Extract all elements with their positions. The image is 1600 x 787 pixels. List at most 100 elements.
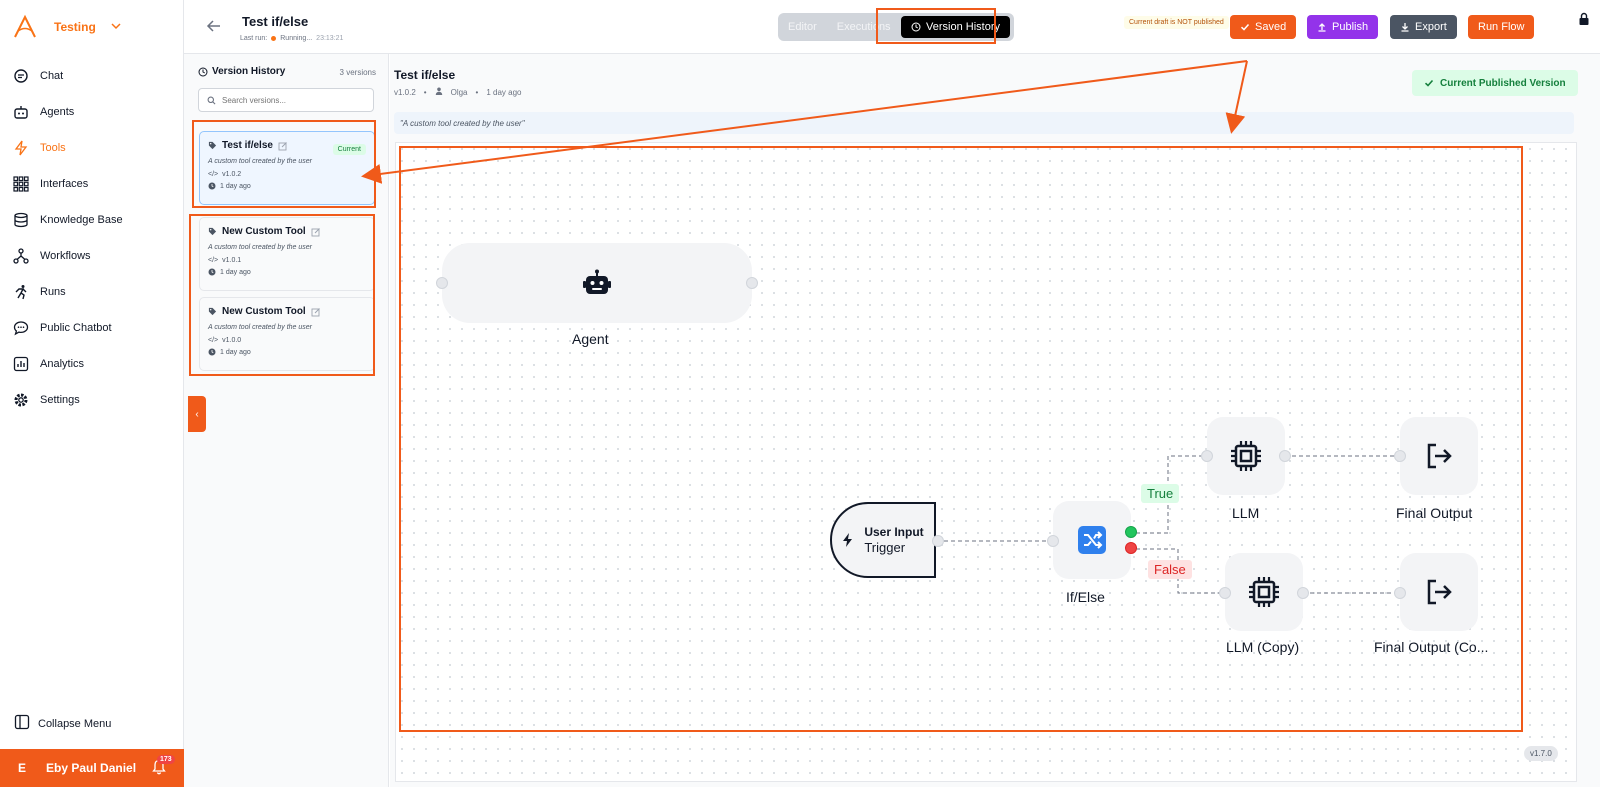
code-icon: </> (208, 337, 219, 344)
workspace-name: Testing (54, 20, 96, 34)
edit-icon[interactable] (311, 227, 321, 237)
agent-node[interactable] (442, 243, 752, 323)
final-output-node-label: Final Output (1396, 505, 1473, 521)
annotation-highlight-older-versions (189, 214, 375, 376)
version-card-current[interactable]: Test if/else Current A custom tool creat… (199, 131, 375, 205)
check-icon (1424, 79, 1434, 87)
llm-copy-node[interactable] (1225, 553, 1303, 631)
trigger-label-line2: Trigger (864, 540, 906, 555)
nav-item-label: Public Chatbot (40, 322, 112, 334)
clock-icon (208, 348, 216, 356)
version-search-input[interactable] (222, 95, 362, 105)
version-number-row: </> v1.0.2 (208, 171, 366, 178)
annotation-highlight-version-tab (876, 8, 996, 44)
nav-item-tools[interactable]: Tools (0, 130, 184, 166)
nav-item-workflows[interactable]: Workflows (0, 238, 184, 274)
nav-item-agents[interactable]: Agents (0, 94, 184, 130)
export-button[interactable]: Export (1390, 15, 1457, 39)
llm-input-handle[interactable] (1201, 450, 1213, 462)
saved-button[interactable]: Saved (1230, 15, 1297, 39)
nav-item-chat[interactable]: Chat (0, 58, 184, 94)
nav-item-public-chatbot[interactable]: Public Chatbot (0, 310, 184, 346)
search-icon (207, 96, 216, 104)
user-icon (435, 87, 443, 97)
nav-item-runs[interactable]: Runs (0, 274, 184, 310)
collapse-menu-button[interactable]: Collapse Menu (14, 714, 111, 733)
history-icon (911, 22, 921, 32)
separator-dot: • (475, 87, 479, 97)
final-output-copy-input-handle[interactable] (1394, 587, 1406, 599)
nav-item-settings[interactable]: Settings (0, 382, 184, 418)
edit-icon[interactable] (278, 141, 288, 151)
nav-item-label: Interfaces (40, 178, 89, 190)
user-name: Eby Paul Daniel (46, 761, 137, 775)
chevron-left-icon: ‹ (195, 408, 199, 420)
final-output-input-handle[interactable] (1394, 450, 1406, 462)
version-description: A custom tool created by the user (208, 244, 313, 251)
nav-item-knowledge-base[interactable]: Knowledge Base (0, 202, 184, 238)
version-time: 1 day ago (220, 182, 251, 190)
history-icon (198, 67, 208, 76)
cpu-icon (1231, 441, 1261, 471)
nav-item-label: Agents (40, 106, 75, 118)
user-bar[interactable]: E Eby Paul Daniel 173 (0, 749, 184, 787)
left-nav: Testing Chat Agents Tools Interfaces (0, 0, 184, 787)
version-name: Test if/else (222, 140, 273, 151)
export-label: Export (1415, 21, 1447, 33)
version-number-row: </> v1.0.1 (208, 257, 366, 264)
ifelse-input-handle[interactable] (1047, 535, 1059, 547)
tab-editor[interactable]: Editor (788, 21, 817, 33)
version-time-row: 1 day ago (208, 182, 366, 190)
current-badge: Current (332, 144, 366, 155)
final-output-copy-node[interactable] (1400, 553, 1478, 631)
version-name: New Custom Tool (222, 226, 306, 237)
upload-icon (1318, 23, 1326, 32)
analytics-icon (12, 355, 30, 373)
lock-icon[interactable] (1578, 12, 1590, 29)
version-card[interactable]: New Custom Tool A custom tool created by… (199, 297, 375, 371)
llm-copy-output-handle[interactable] (1297, 587, 1309, 599)
nav-item-label: Chat (40, 70, 64, 82)
robot-icon (12, 103, 30, 121)
collapse-menu-label: Collapse Menu (38, 717, 112, 730)
nav-list: Chat Agents Tools Interfaces Knowledge B… (0, 58, 184, 418)
trigger-label-line1: User Input (864, 525, 924, 539)
agent-output-handle[interactable] (746, 277, 758, 289)
code-icon: </> (208, 257, 219, 264)
workspace-switcher[interactable]: Testing (12, 12, 122, 42)
version-time: 1 day ago (220, 348, 251, 356)
draft-notice: Current draft is NOT published (1124, 16, 1229, 29)
version-detail-author: Olga (450, 87, 468, 97)
panel-collapse-toggle[interactable]: ‹ (188, 396, 206, 432)
user-avatar: E (18, 761, 27, 775)
final-output-node[interactable] (1400, 417, 1478, 495)
edit-icon[interactable] (311, 307, 321, 317)
flow-canvas[interactable]: Agent User Input Trigger If/Else True Fa… (395, 142, 1577, 782)
version-count: 3 versions (339, 68, 376, 77)
llm-copy-node-label: LLM (Copy) (1226, 639, 1300, 655)
back-arrow-icon[interactable] (206, 18, 222, 39)
version-search[interactable] (198, 88, 374, 112)
nav-item-interfaces[interactable]: Interfaces (0, 166, 184, 202)
version-number: v1.0.0 (222, 337, 242, 344)
published-label: Current Published Version (1440, 77, 1566, 89)
version-card[interactable]: New Custom Tool A custom tool created by… (199, 217, 375, 291)
tool-title: Test if/else (242, 14, 309, 29)
agent-input-handle[interactable] (436, 277, 448, 289)
llm-output-handle[interactable] (1279, 450, 1291, 462)
llm-copy-input-handle[interactable] (1219, 587, 1231, 599)
last-run-label: Last run: (240, 35, 268, 42)
ifelse-false-handle[interactable] (1125, 542, 1137, 554)
ifelse-true-handle[interactable] (1125, 526, 1137, 538)
trigger-output-handle[interactable] (932, 535, 944, 547)
llm-node[interactable] (1207, 417, 1285, 495)
version-number: v1.0.2 (222, 171, 242, 178)
run-flow-button[interactable]: Run Flow (1468, 15, 1535, 39)
tab-version-history[interactable]: Version History (901, 16, 1010, 38)
tag-icon (208, 307, 217, 316)
ifelse-node[interactable] (1053, 501, 1131, 579)
publish-button[interactable]: Publish (1307, 15, 1379, 39)
annotation-highlight-canvas (399, 146, 1523, 732)
nav-item-analytics[interactable]: Analytics (0, 346, 184, 382)
version-description: A custom tool created by the user (208, 158, 313, 165)
